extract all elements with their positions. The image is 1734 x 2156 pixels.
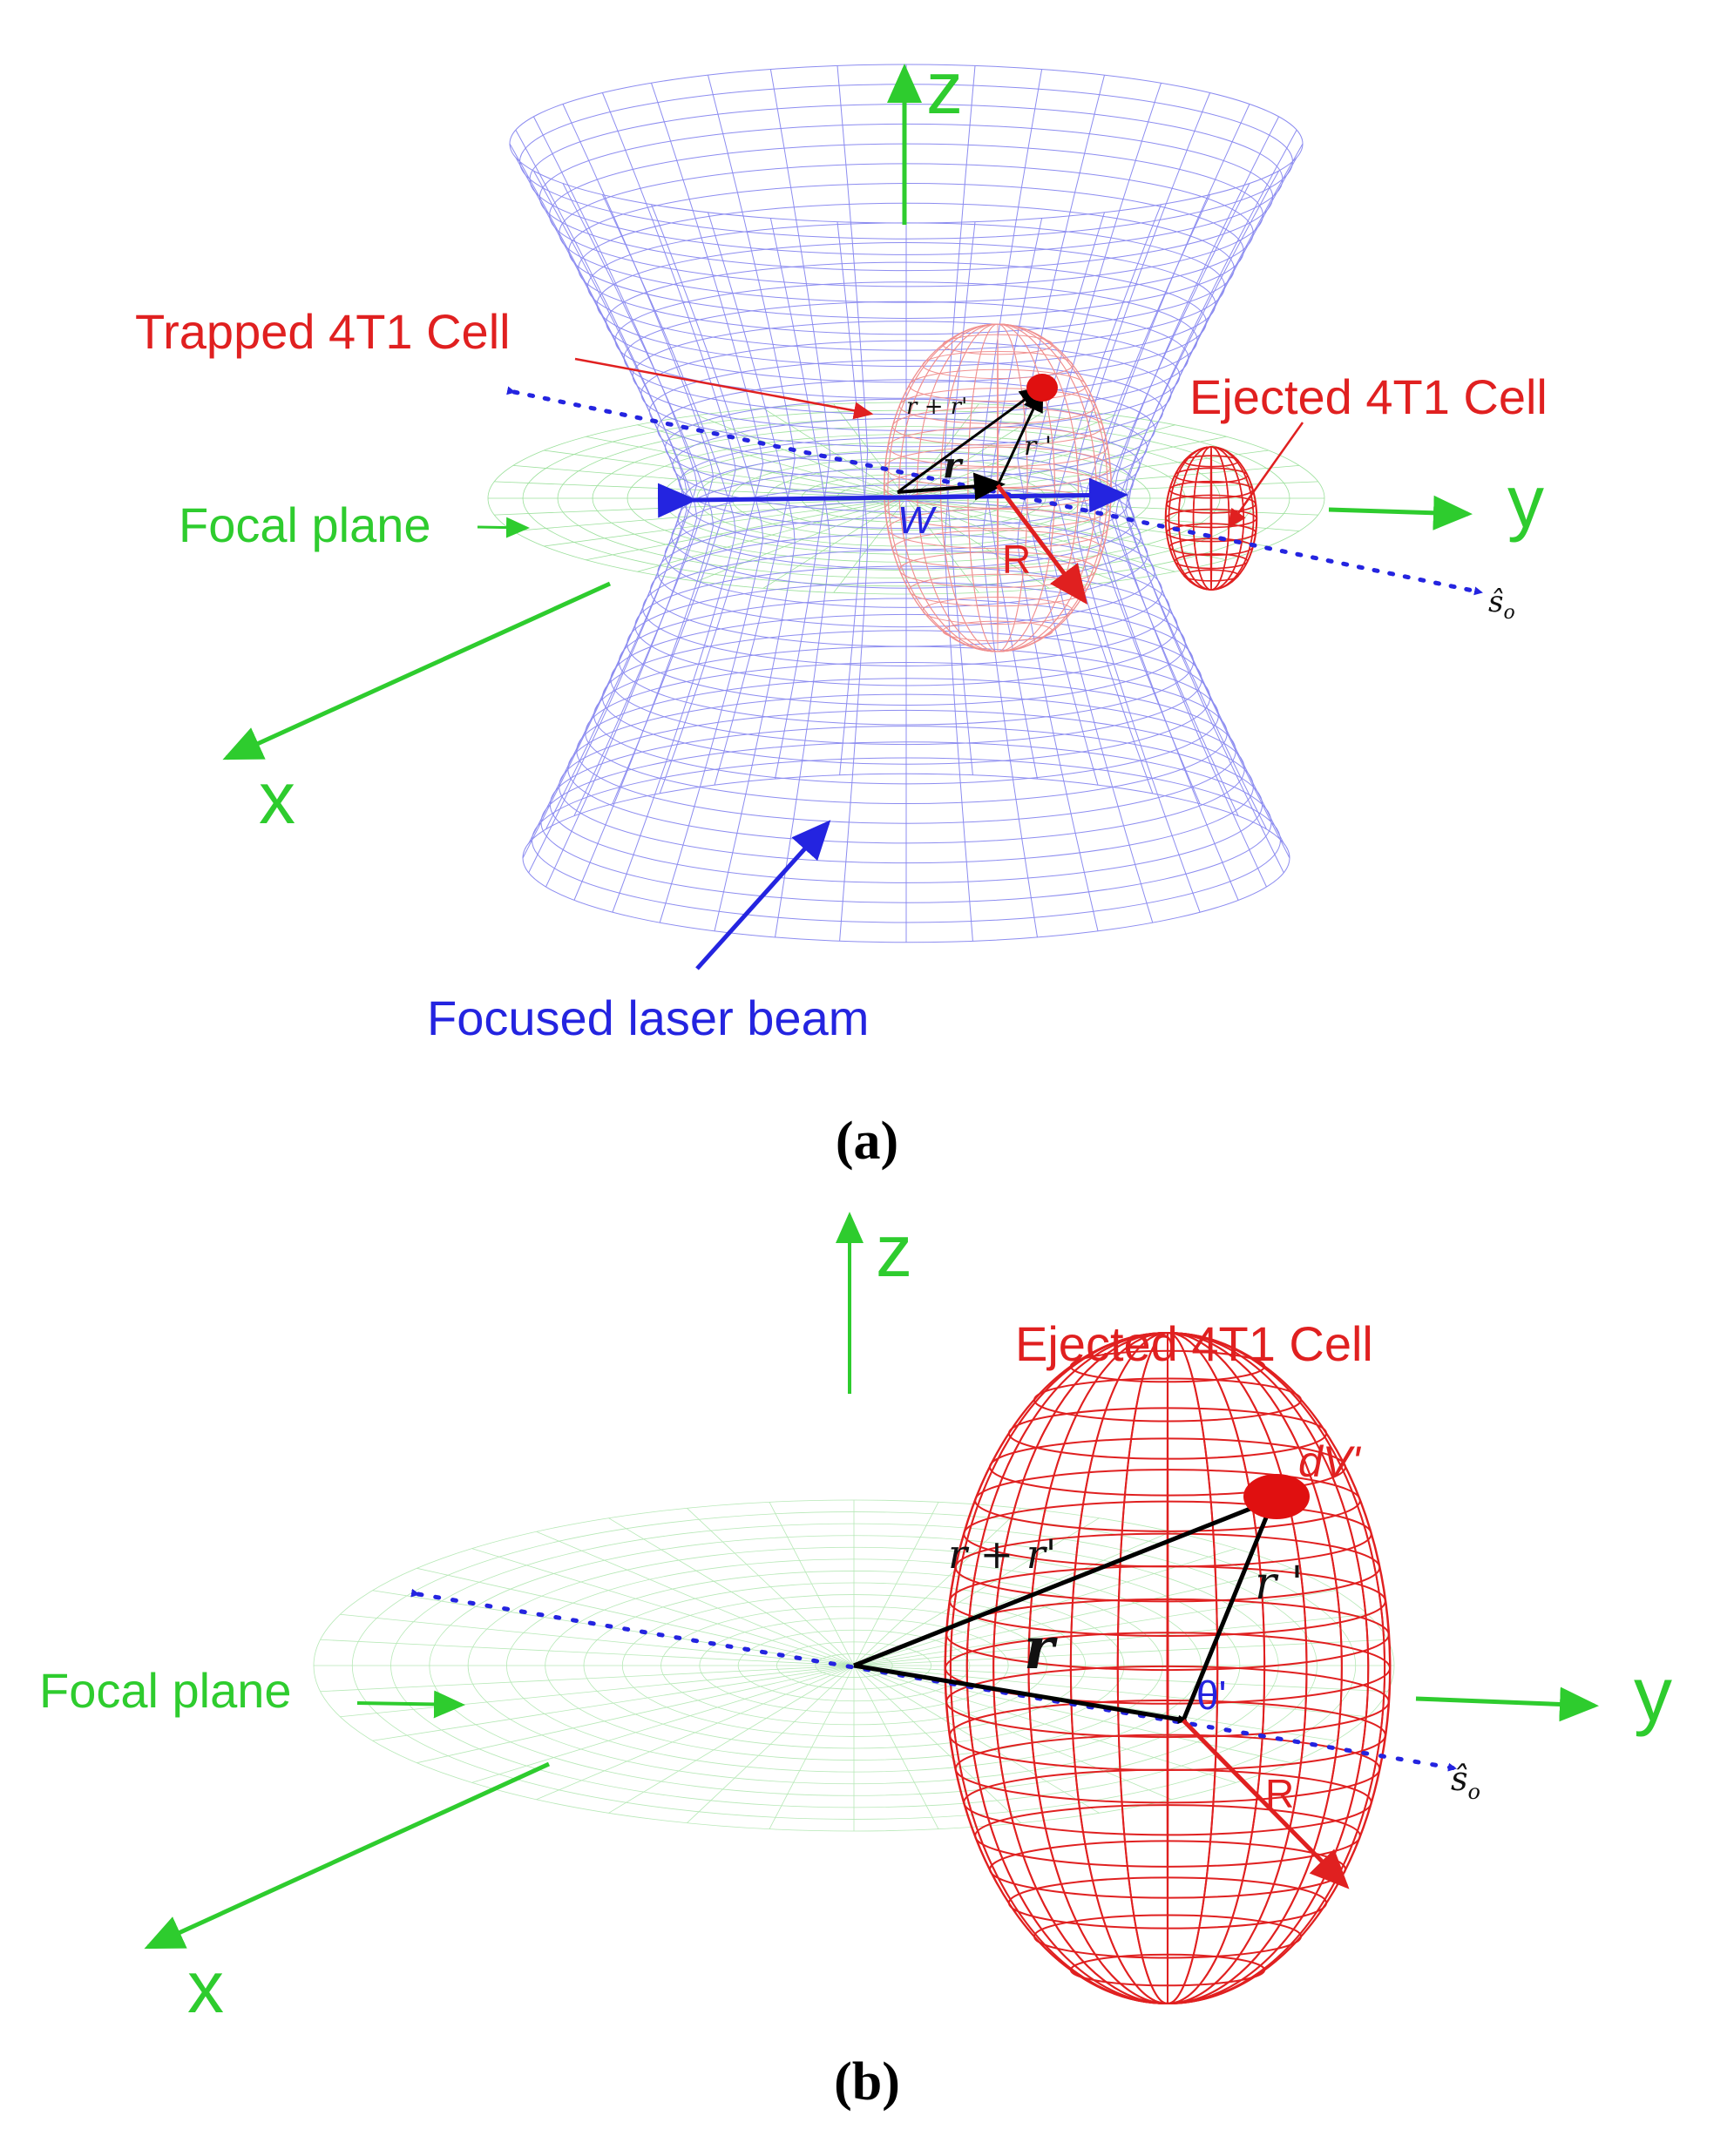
focal-plane-pointer (477, 517, 530, 538)
volume-element-dot (1026, 374, 1058, 402)
theta-label: θ' (1196, 1673, 1226, 1718)
ejected-cell-label: Ejected 4T1 Cell (1189, 369, 1548, 424)
radius-label: R (1002, 537, 1031, 582)
vector-r (897, 472, 1006, 501)
axis-y-label: y (1507, 461, 1544, 543)
dv-label: dV' (1298, 1437, 1361, 1486)
vector-r-prime-label: r ' (1255, 1558, 1304, 1610)
panel-a: z y x Trapped 4T1 Cell Ejected 4T1 Cell … (135, 47, 1548, 1171)
vector-r-plus-label: r + r' (906, 394, 967, 420)
radius-arrow (1182, 1719, 1350, 1889)
trapped-cell-label: Trapped 4T1 Cell (135, 304, 511, 359)
vector-r-plus-r-prime (897, 386, 1044, 494)
panel-a-label: (a) (836, 1112, 898, 1171)
laser-beam-pointer (695, 820, 831, 970)
radius-arrow (996, 483, 1088, 605)
ejected-cell-mesh (1164, 446, 1258, 591)
trapped-cell-pointer (574, 357, 874, 420)
axis-z-label: z (926, 47, 963, 129)
vector-r-prime-label: r ' (1024, 431, 1052, 462)
beam-waist-arrow (657, 477, 1128, 518)
panel-b: z y x Ejected 4T1 Cell Focal plane dV' r… (39, 1210, 1672, 2112)
ejected-cell-mesh (944, 1332, 1392, 2004)
x-axis-arrow (222, 581, 612, 760)
axis-x-label: x (187, 1946, 224, 2028)
volume-element-dot (1243, 1474, 1310, 1519)
laser-beam-label: Focused laser beam (427, 990, 869, 1045)
axis-x-label: x (259, 757, 295, 839)
panel-b-label: (b) (834, 2052, 900, 2112)
vector-r-prime (1181, 1503, 1275, 1721)
vector-r (853, 1663, 1185, 1720)
ejected-cell-label: Ejected 4T1 Cell (1015, 1316, 1373, 1371)
vector-r-prime (996, 388, 1044, 486)
y-axis-arrow (1328, 495, 1473, 531)
vector-r-label: r (943, 445, 964, 486)
s-hat-label: ŝo (1451, 1760, 1480, 1804)
focal-plane-label: Focal plane (179, 497, 431, 552)
axis-z-label: z (876, 1210, 912, 1292)
ejected-cell-pointer (1227, 422, 1304, 530)
s-hat-label: ŝo (1488, 585, 1515, 624)
focal-plane-label: Focal plane (39, 1663, 292, 1718)
radius-label: R (1265, 1771, 1294, 1816)
focal-plane-pointer (356, 1690, 465, 1719)
axis-y-label: y (1634, 1651, 1672, 1737)
waist-label: W (897, 499, 937, 542)
vector-r-plus-r-prime (853, 1497, 1272, 1668)
vector-r-plus-label: r + r' (948, 1531, 1056, 1578)
y-axis-arrow (1415, 1686, 1599, 1722)
x-axis-arrow (144, 1761, 551, 1950)
vector-r-label: r (1024, 1614, 1058, 1682)
